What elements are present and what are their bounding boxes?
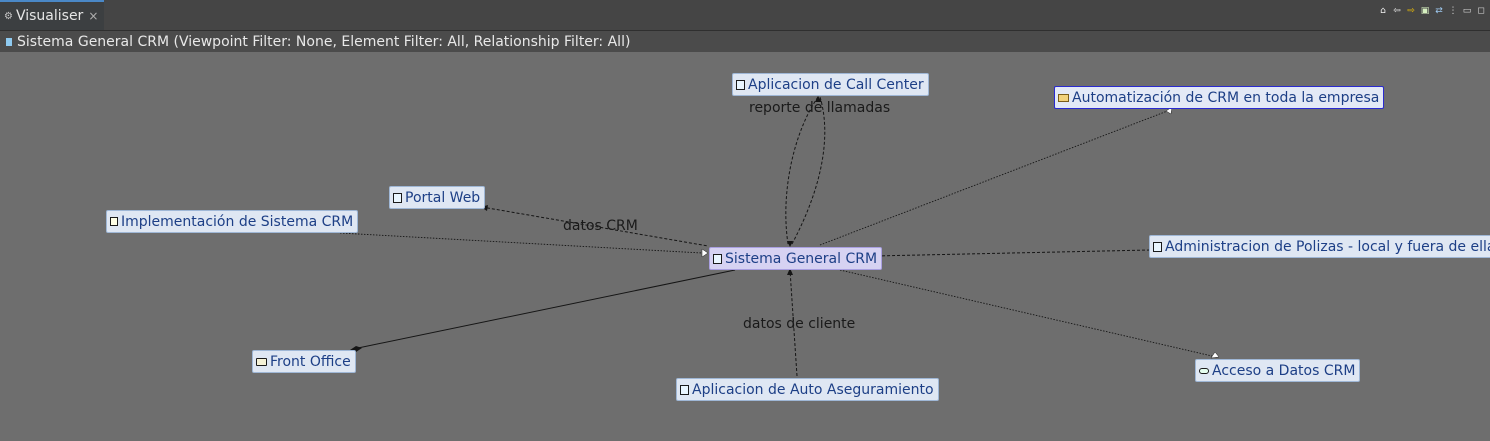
triangle-acceso-datos	[1210, 351, 1220, 359]
business-service-icon	[1058, 93, 1069, 102]
edge-label-reporte[interactable]: reporte de llamadas	[749, 100, 891, 116]
edge-call-center-2	[791, 96, 826, 245]
node-label: Administracion de Polizas - local y fuer…	[1165, 238, 1490, 255]
node-portal-web[interactable]: Portal Web	[389, 186, 486, 209]
home-icon[interactable]: ⌂	[1380, 6, 1386, 16]
application-component-icon	[680, 384, 689, 395]
application-component-icon	[393, 192, 402, 203]
application-component-icon	[1153, 241, 1162, 252]
view-toolbar: ⌂ ⇦ ⇨ ▣ ⇄ ⋮ ▭ ◻	[1378, 6, 1486, 16]
node-label: Implementación de Sistema CRM	[121, 213, 354, 230]
edge-call-center-1	[785, 96, 819, 245]
edge-automatizacion	[819, 109, 1171, 246]
node-label: Portal Web	[405, 189, 481, 206]
edge-acceso-datos	[839, 269, 1213, 357]
arrowhead-auto-aseguramiento	[787, 268, 793, 275]
edge-label-datos-crm[interactable]: datos CRM	[563, 218, 638, 234]
node-label: Front Office	[270, 353, 351, 370]
edge-front-office	[357, 269, 736, 349]
arrowhead-center-top	[787, 241, 793, 247]
edge-implementacion	[339, 232, 703, 254]
node-label: Acceso a Datos CRM	[1212, 362, 1356, 379]
tab-title: Visualiser	[15, 8, 84, 24]
node-sistema-general-crm[interactable]: Sistema General CRM	[709, 247, 883, 270]
node-label: Aplicacion de Call Center	[748, 76, 924, 93]
node-label: Aplicacion de Auto Aseguramiento	[692, 381, 934, 398]
tab-visualiser[interactable]: ⚙ Visualiser ×	[0, 0, 105, 30]
forward-icon[interactable]: ⇨	[1407, 6, 1415, 16]
node-administracion[interactable]: Administracion de Polizas - local y fuer…	[1149, 235, 1490, 258]
node-label: Automatización de CRM en toda la empresa	[1072, 89, 1380, 106]
arrowhead-call-center	[815, 96, 822, 102]
triangle-implementacion	[701, 248, 709, 258]
work-package-icon	[110, 217, 118, 226]
interface-icon	[1199, 367, 1209, 374]
edge-label-datos-cliente[interactable]: datos de cliente	[743, 316, 856, 332]
back-icon[interactable]: ⇦	[1393, 6, 1401, 16]
node-front-office[interactable]: Front Office	[252, 350, 356, 373]
node-acceso-datos[interactable]: Acceso a Datos CRM	[1195, 359, 1361, 382]
application-component-icon	[736, 79, 745, 90]
component-icon	[6, 37, 12, 46]
view-tab-bar: ⚙ Visualiser × ⌂ ⇦ ⇨ ▣ ⇄ ⋮ ▭ ◻	[0, 0, 1490, 31]
view-title: Sistema General CRM (Viewpoint Filter: N…	[17, 33, 631, 50]
node-label: Sistema General CRM	[725, 250, 878, 267]
sync-icon[interactable]: ⇄	[1435, 6, 1443, 16]
depth-icon[interactable]: ▣	[1420, 6, 1430, 16]
edge-administracion	[873, 249, 1151, 257]
edge-portal-web	[481, 206, 709, 247]
edge-auto-aseguramiento	[789, 269, 798, 377]
visualiser-icon: ⚙	[4, 10, 13, 22]
node-call-center[interactable]: Aplicacion de Call Center	[732, 73, 929, 96]
menu-icon[interactable]: ⋮	[1448, 6, 1458, 16]
view-title-bar: Sistema General CRM (Viewpoint Filter: N…	[0, 31, 1490, 52]
node-automatizacion[interactable]: Automatización de CRM en toda la empresa	[1054, 86, 1385, 109]
node-implementacion[interactable]: Implementación de Sistema CRM	[106, 210, 359, 233]
minimize-icon[interactable]: ▭	[1462, 6, 1472, 16]
maximize-icon[interactable]: ◻	[1477, 6, 1485, 16]
application-component-icon	[713, 253, 722, 264]
folder-icon	[256, 357, 267, 366]
close-icon[interactable]: ×	[88, 9, 99, 23]
node-auto-aseguramiento[interactable]: Aplicacion de Auto Aseguramiento	[676, 378, 939, 401]
